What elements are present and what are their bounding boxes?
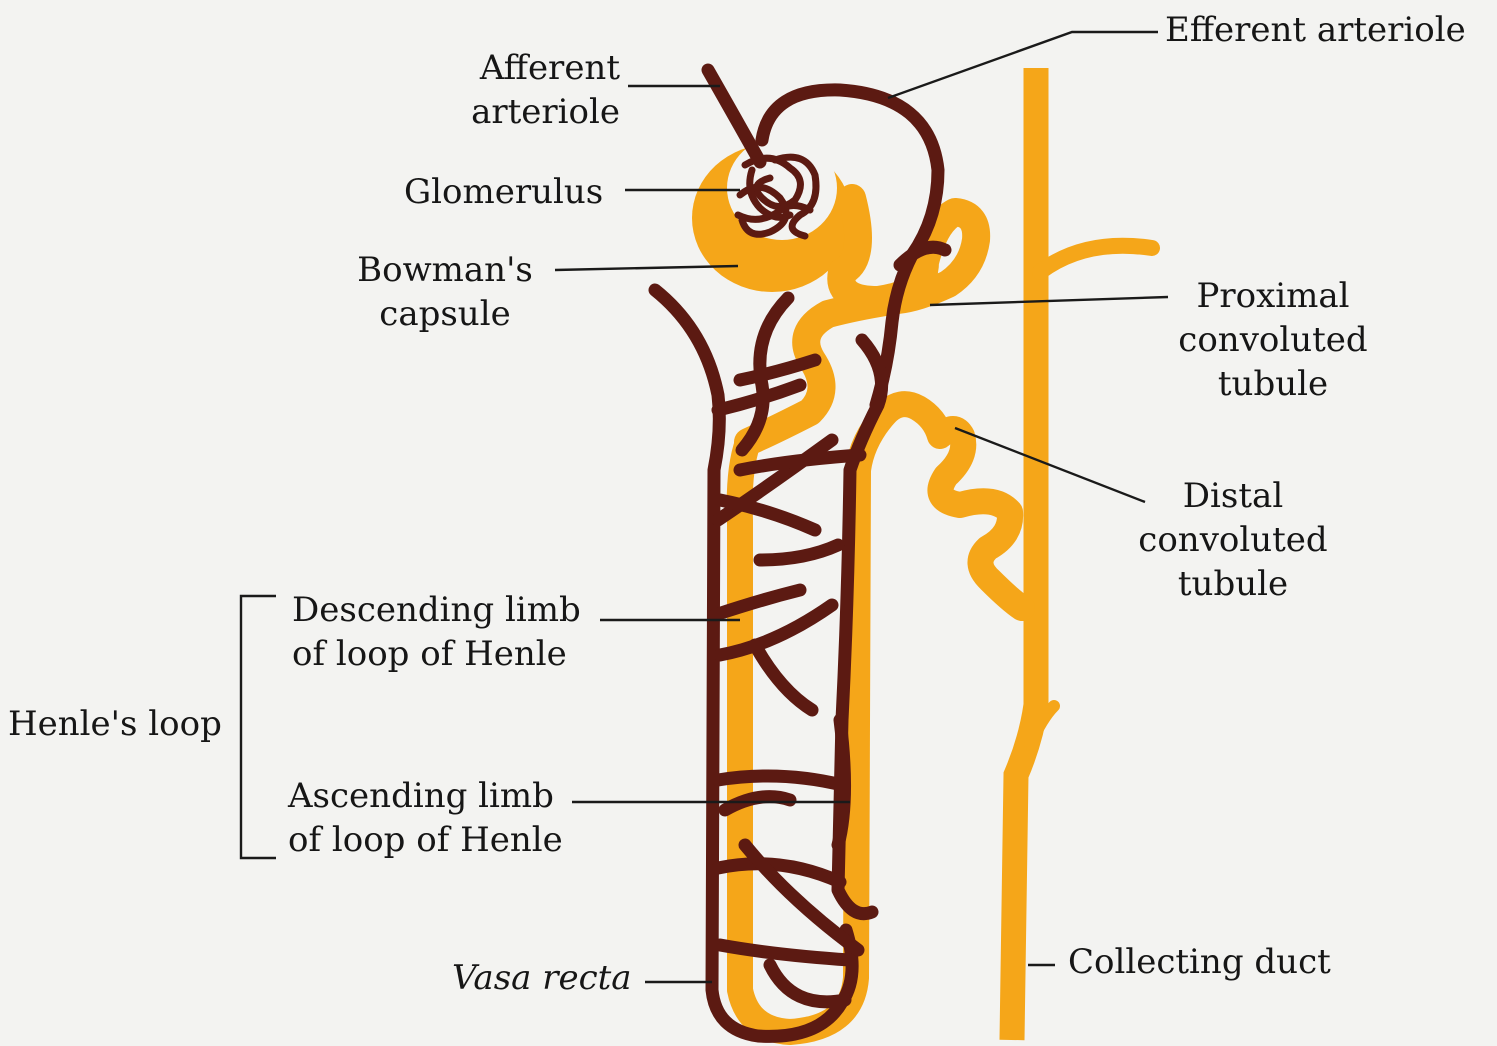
afferent-arteriole-label-line1: Afferent <box>430 46 620 90</box>
dct-label-line2: convoluted <box>1128 518 1338 562</box>
descending-limb-label: Descending limb of loop of Henle <box>292 588 581 676</box>
henles-loop-label: Henle's loop <box>8 702 222 746</box>
peritubular-capillaries <box>655 290 882 1036</box>
afferent-arteriole-label: Afferent arteriole <box>430 46 620 134</box>
bowmans-capsule-label-line2: capsule <box>350 292 540 336</box>
ascending-limb-label: Ascending limb of loop of Henle <box>288 774 563 862</box>
dct-label-line3: tubule <box>1128 562 1338 606</box>
bowmans-capsule-label: Bowman's capsule <box>350 248 540 336</box>
ascending-limb-label-line1: Ascending limb <box>288 774 563 818</box>
descending-limb-label-line2: of loop of Henle <box>292 632 581 676</box>
ascending-limb-label-line2: of loop of Henle <box>288 818 563 862</box>
dct-label-line1: Distal <box>1128 474 1338 518</box>
vasa-recta-label: Vasa recta <box>452 956 632 1000</box>
efferent-arteriole-label: Efferent arteriole <box>1165 8 1466 52</box>
henles-loop-bracket <box>241 596 276 858</box>
descending-limb-label-line1: Descending limb <box>292 588 581 632</box>
pct-label-line1: Proximal <box>1168 274 1378 318</box>
afferent-arteriole-label-line2: arteriole <box>430 90 620 134</box>
distal-convoluted-tubule-label: Distal convoluted tubule <box>1128 474 1338 606</box>
glomerulus-label: Glomerulus <box>404 170 603 214</box>
pct-label-line2: convoluted <box>1168 318 1378 362</box>
bowmans-capsule-label-line1: Bowman's <box>350 248 540 292</box>
pct-label-line3: tubule <box>1168 362 1378 406</box>
collecting-duct-label: Collecting duct <box>1068 940 1331 984</box>
distal-convoluted-tubule <box>885 404 1022 608</box>
afferent-arteriole <box>708 70 760 162</box>
proximal-convoluted-tubule-label: Proximal convoluted tubule <box>1168 274 1378 406</box>
